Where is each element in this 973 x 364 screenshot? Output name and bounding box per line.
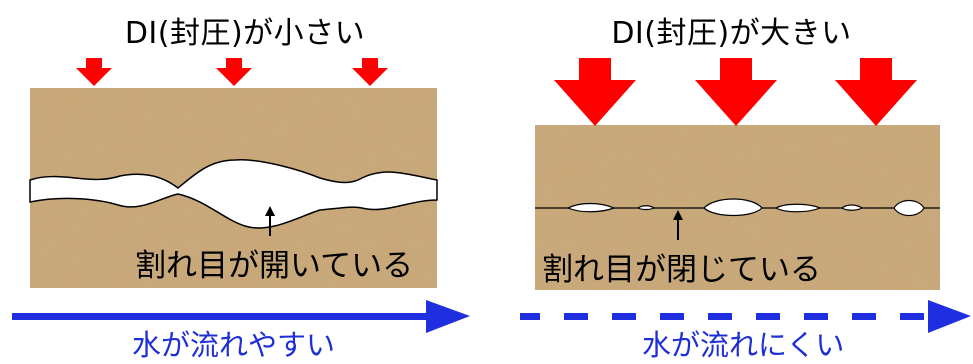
open-crack [29,159,438,229]
pressure-arrow-small-1 [76,58,112,86]
pressure-arrow-large-3 [835,58,917,126]
easy-flow-label: 水が流れやすい [132,328,336,362]
flow-arrow-solid [12,300,470,333]
open-crack-diagram [12,58,470,333]
low-pressure-panel: DI(封圧)が小さい [0,0,490,362]
crack-pointer-arrow [673,210,683,240]
flow-arrow-dashed [520,300,971,333]
high-pressure-panel: DI(封圧)が大きい [490,0,973,362]
pressure-arrow-small-3 [352,58,388,86]
open-crack-label: 割れ目が開いている [135,248,414,284]
pressure-arrow-large-1 [554,58,636,126]
closed-crack [535,198,940,217]
pressure-arrow-small-2 [216,58,252,86]
closed-crack-diagram [520,58,971,333]
low-pressure-title: DI(封圧)が小さい [124,16,366,51]
hard-flow-label: 水が流れにくい [642,328,845,362]
high-pressure-title: DI(封圧)が大きい [611,16,852,51]
closed-crack-label: 割れ目が閉じている [542,252,821,288]
pressure-arrow-large-2 [695,58,777,126]
crack-pointer-arrow [265,206,275,236]
